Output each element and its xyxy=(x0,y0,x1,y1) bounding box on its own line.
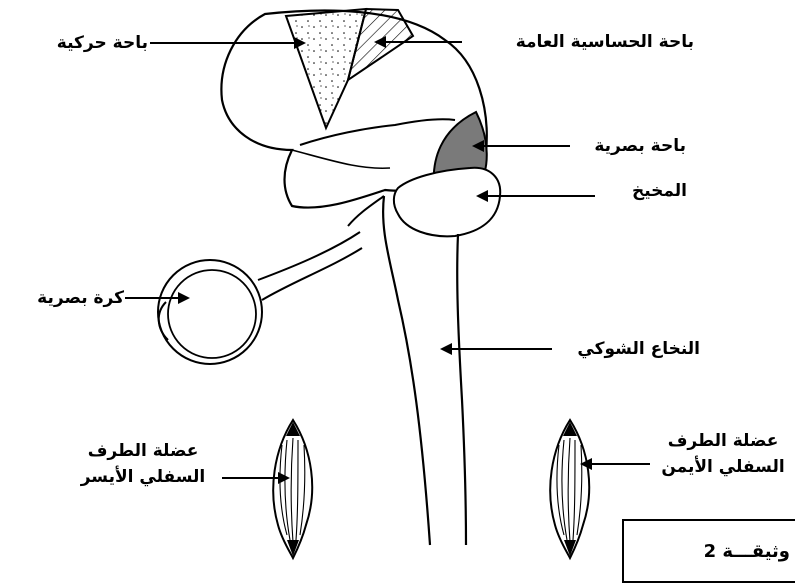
label-cerebellum: المخيخ xyxy=(597,180,687,202)
left-muscle xyxy=(273,420,312,558)
right-muscle xyxy=(550,420,589,558)
label-motor-area: باحة حركية xyxy=(20,32,148,54)
label-sensory-area: باحة الحساسية العامة xyxy=(464,31,694,53)
label-left-muscle: عضلة الطرف السفلي الأيسر xyxy=(66,438,220,490)
label-eyeball: كرة بصرية xyxy=(6,287,124,309)
label-visual-area: باحة بصرية xyxy=(572,135,686,157)
label-left-muscle-line1: عضلة الطرف xyxy=(66,438,220,464)
label-spinal-cord: النخاع الشوكي xyxy=(554,338,700,360)
label-left-muscle-line2: السفلي الأيسر xyxy=(66,464,220,490)
label-right-muscle: عضلة الطرف السفلي الأيمن xyxy=(652,428,794,480)
optic-nerve xyxy=(258,232,362,300)
document-label: وثيقـــة 2 xyxy=(704,541,790,562)
eyeball-outer xyxy=(158,260,262,364)
spinal-cord xyxy=(383,196,466,545)
label-right-muscle-line1: عضلة الطرف xyxy=(652,428,794,454)
label-right-muscle-line2: السفلي الأيمن xyxy=(652,454,794,480)
document-label-box: وثيقـــة 2 xyxy=(622,519,795,583)
